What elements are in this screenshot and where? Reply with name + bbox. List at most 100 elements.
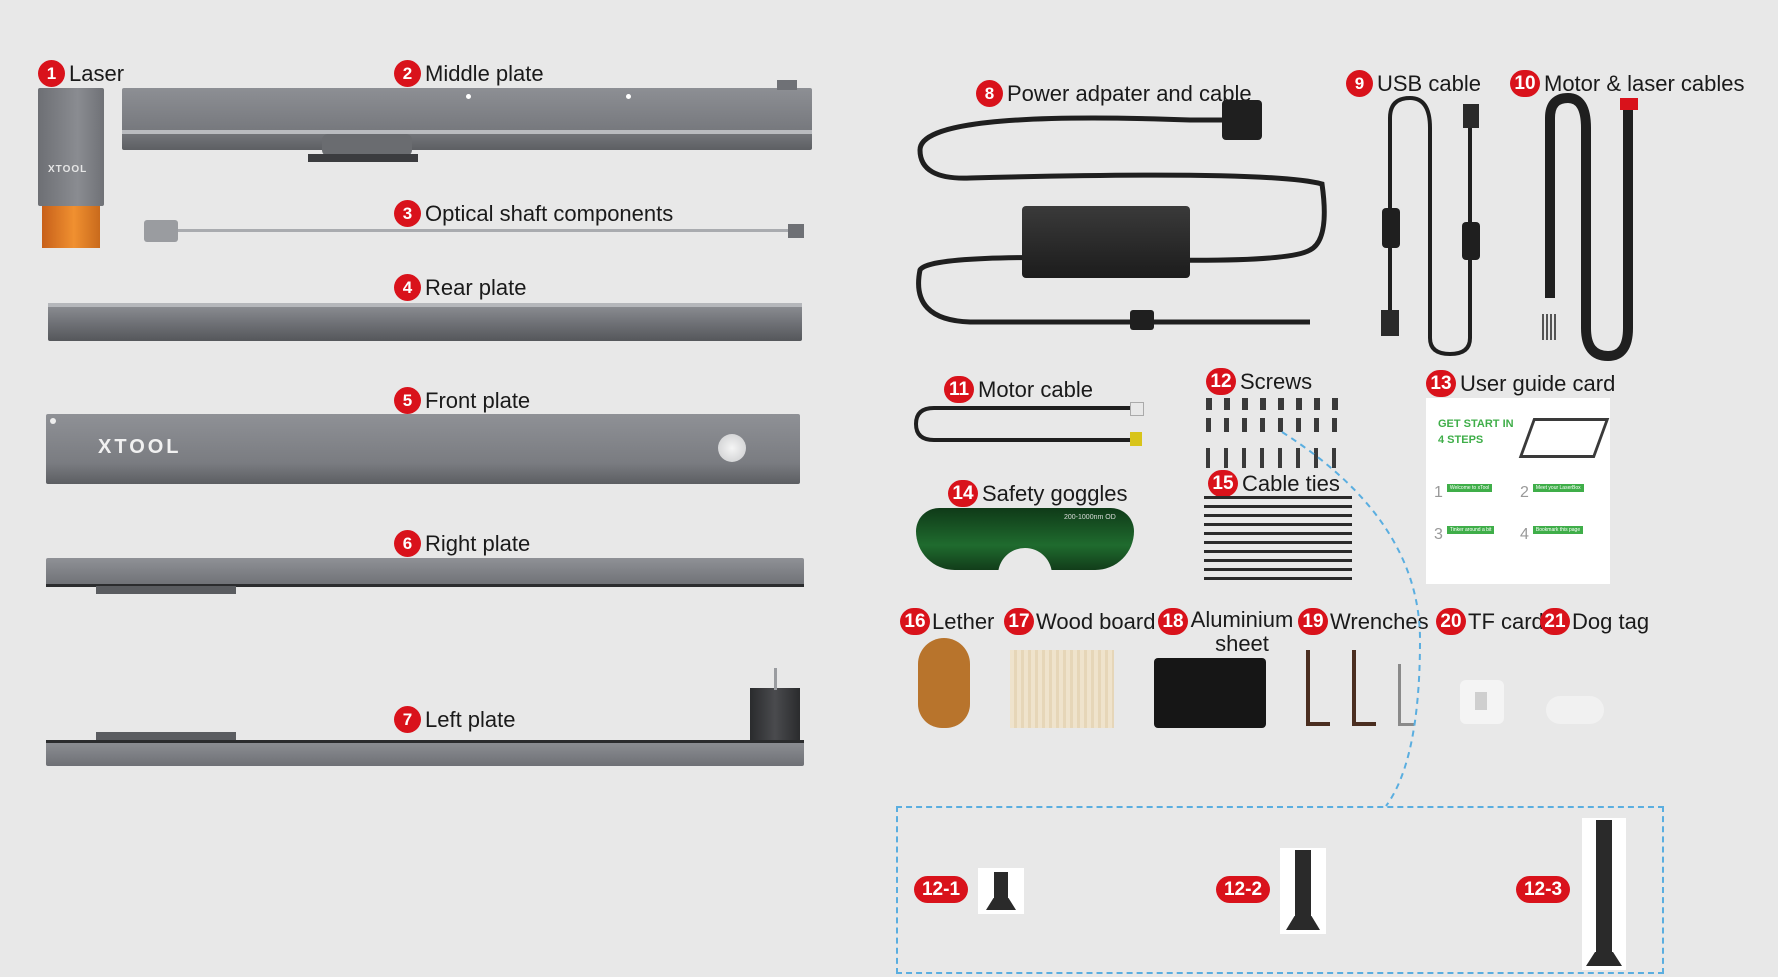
part-name: Dog tag xyxy=(1572,608,1650,634)
part-name: USB cable xyxy=(1377,70,1481,96)
part-name: Rear plate xyxy=(425,274,527,300)
part-label-leather: 16 Lether xyxy=(900,608,994,635)
part-number-badge: 4 xyxy=(394,274,421,301)
part-name: Wood board xyxy=(1036,608,1156,634)
part-name: Front plate xyxy=(425,387,531,413)
motor-laser-cables-image xyxy=(1530,92,1650,362)
aluminium-sheet-image xyxy=(1154,658,1266,728)
part-name: Optical shaft components xyxy=(425,200,674,226)
part-label-left-plate: 7 Left plate xyxy=(394,706,516,733)
part-number-badge: 14 xyxy=(948,480,978,507)
part-name: Safety goggles xyxy=(982,480,1128,506)
part-label-dog-tag: 21 Dog tag xyxy=(1540,608,1649,635)
part-name: Aluminium sheet xyxy=(1190,607,1294,656)
part-name: Laser xyxy=(69,60,125,86)
part-number-badge: 7 xyxy=(394,706,421,733)
part-number-badge: 21 xyxy=(1540,608,1570,635)
motor-laser-cable-svg xyxy=(1545,92,1633,362)
screw-detail-box: 12-1 12-2 12-3 xyxy=(896,806,1664,974)
part-label-motor-cable: 11 Motor cable xyxy=(944,376,1093,403)
part-number-badge: 19 xyxy=(1298,608,1328,635)
part-number-badge: 15 xyxy=(1208,470,1238,497)
guide-step-3: 3 Tinker around a bit xyxy=(1434,526,1495,544)
safety-goggles-image: 200-1000nm OD xyxy=(916,508,1134,588)
part-label-right-plate: 6 Right plate xyxy=(394,530,530,557)
screw-12-2-image xyxy=(1280,848,1326,934)
part-name: Wrenches xyxy=(1330,608,1429,634)
part-label-cable-ties: 15 Cable ties xyxy=(1208,470,1340,497)
part-name: Screws xyxy=(1240,368,1313,394)
part-name: Motor & laser cables xyxy=(1544,70,1745,96)
screw-12-3-image xyxy=(1582,818,1626,970)
motor-cable-svg xyxy=(913,406,1134,442)
screws-image xyxy=(1206,398,1346,468)
part-number-badge: 17 xyxy=(1004,608,1034,635)
part-label-usb-cable: 9 USB cable xyxy=(1346,70,1481,97)
part-number-badge: 18 xyxy=(1158,608,1188,635)
screw-type-badge: 12-2 xyxy=(1216,876,1270,903)
part-label-rear-plate: 4 Rear plate xyxy=(394,274,527,301)
part-label-laser: 1 Laser xyxy=(38,60,124,87)
part-number-badge: 12 xyxy=(1206,368,1236,395)
screw-12-1-image xyxy=(978,868,1024,914)
part-label-aluminium-sheet: 18 Aluminium sheet xyxy=(1158,608,1294,656)
motor-cable-image xyxy=(913,402,1144,452)
wood-board-image xyxy=(1010,650,1114,728)
part-number-badge: 9 xyxy=(1346,70,1373,97)
guide-step-1: 1 Welcome to xTool xyxy=(1434,484,1493,502)
part-name: Left plate xyxy=(425,706,516,732)
screw-detail-12-3: 12-3 xyxy=(1516,876,1570,903)
laser-logo: XTOOL xyxy=(48,164,88,175)
front-plate-logo: XTOOL xyxy=(98,436,182,458)
part-number-badge: 2 xyxy=(394,60,421,87)
part-number-badge: 6 xyxy=(394,530,421,557)
cable-ties-image xyxy=(1204,496,1352,584)
part-label-wrenches: 19 Wrenches xyxy=(1298,608,1429,635)
part-number-badge: 16 xyxy=(900,608,930,635)
power-adapter-image xyxy=(910,100,1330,340)
usb-cable-image xyxy=(1370,95,1480,357)
part-name: Lether xyxy=(932,608,995,634)
part-label-front-plate: 5 Front plate xyxy=(394,387,530,414)
part-label-motor-laser-cables: 10 Motor & laser cables xyxy=(1510,70,1745,97)
screw-detail-12-2: 12-2 xyxy=(1216,876,1270,903)
middle-plate-image xyxy=(122,78,812,170)
rear-plate-image xyxy=(48,303,802,341)
part-label-safety-goggles: 14 Safety goggles xyxy=(948,480,1128,507)
part-label-user-guide: 13 User guide card xyxy=(1426,370,1615,397)
screw-detail-12-1: 12-1 xyxy=(914,876,968,903)
part-label-screws: 12 Screws xyxy=(1206,368,1312,395)
part-label-tf-card: 20 TF card xyxy=(1436,608,1544,635)
left-plate-image xyxy=(46,668,804,768)
part-name: TF card xyxy=(1468,608,1544,634)
part-name: User guide card xyxy=(1460,370,1616,396)
right-plate-image xyxy=(46,558,804,598)
screw-type-badge: 12-3 xyxy=(1516,876,1570,903)
guide-headline: GET START IN xyxy=(1438,418,1514,430)
part-name: Right plate xyxy=(425,530,531,556)
optical-shaft-image xyxy=(144,218,812,244)
guide-step-2: 2 Meet your LaserBox xyxy=(1520,484,1584,502)
dog-tag-image xyxy=(1546,696,1604,724)
power-cable-svg xyxy=(916,115,1327,325)
part-number-badge: 13 xyxy=(1426,370,1456,397)
part-number-badge: 8 xyxy=(976,80,1003,107)
part-name: Cable ties xyxy=(1242,470,1340,496)
part-number-badge: 11 xyxy=(944,376,974,403)
wrenches-image xyxy=(1306,650,1416,730)
part-number-badge: 1 xyxy=(38,60,65,87)
tf-card-image xyxy=(1460,680,1504,724)
part-label-power-adapter: 8 Power adpater and cable xyxy=(976,80,1252,107)
front-plate-image: XTOOL xyxy=(46,414,800,484)
part-number-badge: 3 xyxy=(394,200,421,227)
goggles-print: 200-1000nm OD xyxy=(1064,514,1116,521)
part-name: Middle plate xyxy=(425,60,544,86)
guide-headline-2: 4 STEPS xyxy=(1438,434,1484,446)
leather-image xyxy=(918,638,970,728)
part-number-badge: 5 xyxy=(394,387,421,414)
part-name: Motor cable xyxy=(978,376,1093,402)
part-label-middle-plate: 2 Middle plate xyxy=(394,60,544,87)
user-guide-card-image: GET START IN 4 STEPS 1 Welcome to xTool … xyxy=(1426,398,1610,584)
part-number-badge: 10 xyxy=(1510,70,1540,97)
part-label-wood-board: 17 Wood board xyxy=(1004,608,1155,635)
